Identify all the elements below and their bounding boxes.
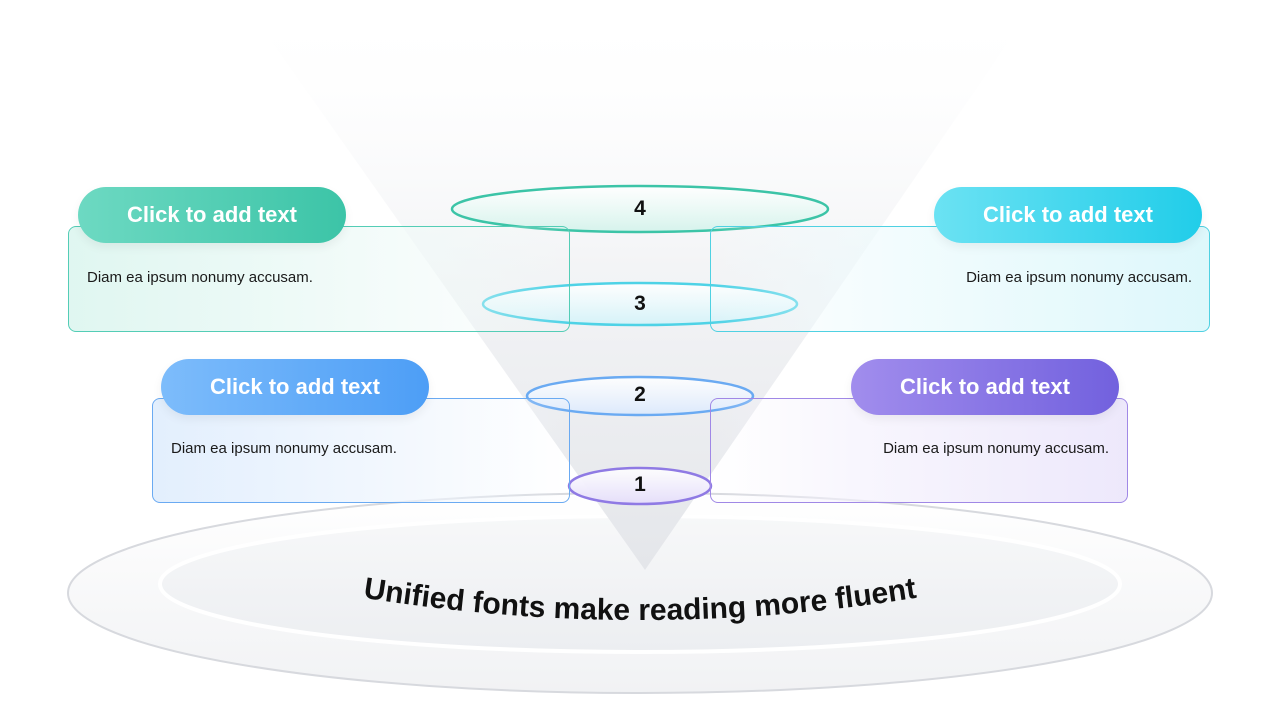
- card-top-right-panel: [710, 226, 1210, 332]
- card-top-left-panel: [68, 226, 570, 332]
- card-top-left-title[interactable]: Click to add text: [78, 187, 346, 243]
- layer-4-ring: [450, 184, 830, 234]
- layer-1-number: 1: [634, 473, 646, 496]
- card-bottom-right-panel: [710, 398, 1128, 503]
- layer-2-number: 2: [634, 383, 646, 406]
- layer-3-number: 3: [634, 292, 646, 315]
- layer-4-number: 4: [634, 197, 646, 220]
- card-top-right-title[interactable]: Click to add text: [934, 187, 1202, 243]
- card-top-left-description[interactable]: Diam ea ipsum nonumy accusam.: [87, 269, 313, 286]
- card-bottom-left-description[interactable]: Diam ea ipsum nonumy accusam.: [171, 440, 397, 457]
- card-bottom-right-description[interactable]: Diam ea ipsum nonumy accusam.: [883, 440, 1109, 457]
- card-bottom-right-title[interactable]: Click to add text: [851, 359, 1119, 415]
- layer-2-ring: [525, 375, 755, 417]
- card-bottom-left-title[interactable]: Click to add text: [161, 359, 429, 415]
- card-top-right-description[interactable]: Diam ea ipsum nonumy accusam.: [966, 269, 1192, 286]
- card-bottom-left-panel: [152, 398, 570, 503]
